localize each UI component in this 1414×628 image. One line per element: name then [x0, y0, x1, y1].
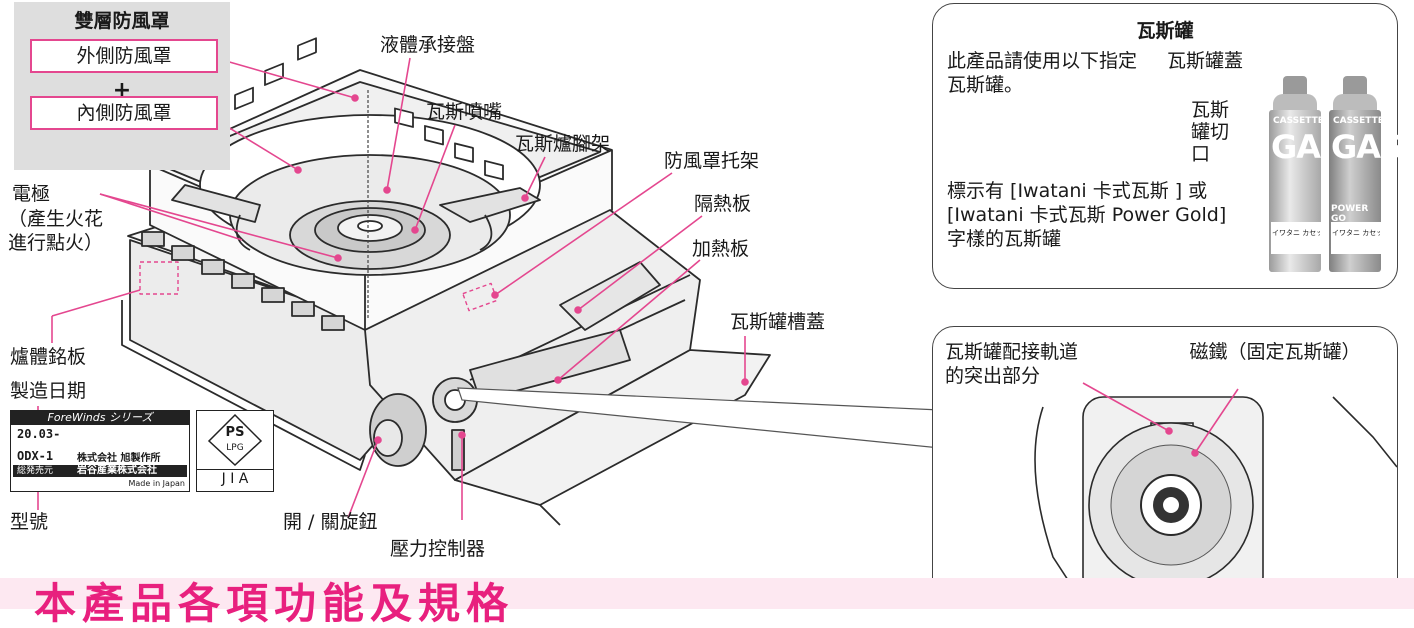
burner-stand-label: 瓦斯爐腳架 [515, 133, 611, 155]
gas-cap-label: 瓦斯罐蓋 [1167, 50, 1244, 72]
nameplate-seller: 岩谷産業株式会社 [77, 465, 157, 476]
outer-wind-shield-label: 外側防風罩 [30, 39, 218, 73]
gas-instruction: 此產品請使用以下指定瓦斯罐。 [947, 50, 1138, 96]
diagram-canvas [37, 37, 1313, 526]
gas-can-2: CASSETTE GAS POWER GO イワタニ カセット ガスボンベ [1329, 72, 1403, 278]
gas-spec-text: 標示有 [Iwatani 卡式瓦斯 ] 或 [Iwatani 卡式瓦斯 Powe… [947, 180, 1227, 250]
heating-plate-label: 加熱板 [692, 238, 750, 260]
nameplate-origin: Made in Japan [128, 479, 186, 488]
shield-bracket-label: 防風罩托架 [664, 150, 760, 172]
nameplate-seller-tag: 総発売元 [17, 466, 54, 476]
rail-protrusion-label: 瓦斯罐配接軌道的突出部分 [945, 341, 1079, 387]
model-label: 型號 [10, 511, 49, 533]
nameplate-date: 20.03- [17, 427, 61, 441]
knob-label: 開 / 關旋鈕 [283, 511, 378, 533]
name-plate-label: 爐體銘板 [10, 346, 87, 368]
nameplate-model: ODX-1 [17, 449, 54, 463]
ps-text: PS [225, 425, 245, 440]
section-heading-banner: 本產品各項功能及規格 [0, 578, 1414, 627]
gas-panel-title: 瓦斯罐 [1136, 20, 1194, 42]
cartridge-lid-shape [454, 349, 771, 506]
electrode-note: （產生火花進行點火） [8, 208, 104, 254]
gas-cartridge-panel: 瓦斯罐 此產品請使用以下指定瓦斯罐。 瓦斯罐蓋 瓦斯罐切口 標示有 [Iwata… [932, 3, 1403, 289]
lpg-text: LPG [226, 443, 244, 453]
manufacture-date-label: 製造日期 [10, 380, 87, 402]
can2-big-text: GAS [1331, 128, 1403, 166]
can1-small-text: イワタニ カセットガ [1272, 229, 1320, 237]
leader-lines [37, 54, 1313, 520]
inner-wind-shield-label: 內側防風罩 [30, 96, 218, 130]
section-heading: 本產品各項功能及規格 [34, 579, 515, 628]
magnet-label: 磁鐵（固定瓦斯罐） [1189, 341, 1361, 363]
heat-shield-plate [559, 261, 661, 331]
stove-illustration [121, 37, 771, 526]
pot-stand-right [439, 187, 541, 223]
can2-sub-text: POWER GO [1331, 204, 1369, 224]
name-plate: ForeWinds シリーズ 20.03- ODX-1 株式会社 旭製作所 総発… [10, 410, 274, 492]
heat-shield-label: 隔熱板 [694, 193, 752, 215]
gas-notch-label: 瓦斯罐切口 [1191, 99, 1230, 165]
drip-tray-label: 液體承接盤 [380, 34, 476, 56]
ps-lpg-mark: PS LPG J I A [196, 410, 274, 492]
wind-shield-title: 雙層防風罩 [74, 10, 170, 32]
nameplate-series: ForeWinds シリーズ [11, 411, 189, 425]
can1-brand: CASSETTE [1273, 116, 1324, 126]
detail-illustration [1034, 396, 1397, 603]
cartridge-lid-label: 瓦斯罐槽蓋 [730, 311, 826, 333]
cartridge-detail-panel: 瓦斯罐配接軌道的突出部分 磁鐵（固定瓦斯罐） [932, 326, 1398, 604]
nameplate-maker: 株式会社 旭製作所 [77, 453, 161, 464]
jia-text: J I A [197, 469, 273, 487]
pot-stand-left [171, 184, 261, 223]
electrode-label: 電極 [12, 183, 51, 205]
wind-shield-callout: 雙層防風罩 外側防風罩 + 內側防風罩 [14, 2, 230, 170]
detail-leaders [1082, 382, 1239, 457]
pressure-controller-label: 壓力控制器 [390, 538, 486, 560]
heating-plate [469, 329, 631, 401]
name-plate-label-card: ForeWinds シリーズ 20.03- ODX-1 株式会社 旭製作所 総発… [10, 410, 190, 492]
ps-diamond-icon [207, 413, 263, 467]
gas-nozzle-label: 瓦斯噴嘴 [426, 101, 503, 123]
can2-small-text: イワタニ カセット ガスボンベ [1332, 229, 1380, 237]
can2-brand: CASSETTE [1333, 116, 1384, 126]
gas-can-1: CASSETTE GAS イワタニ カセットガ [1269, 72, 1343, 278]
